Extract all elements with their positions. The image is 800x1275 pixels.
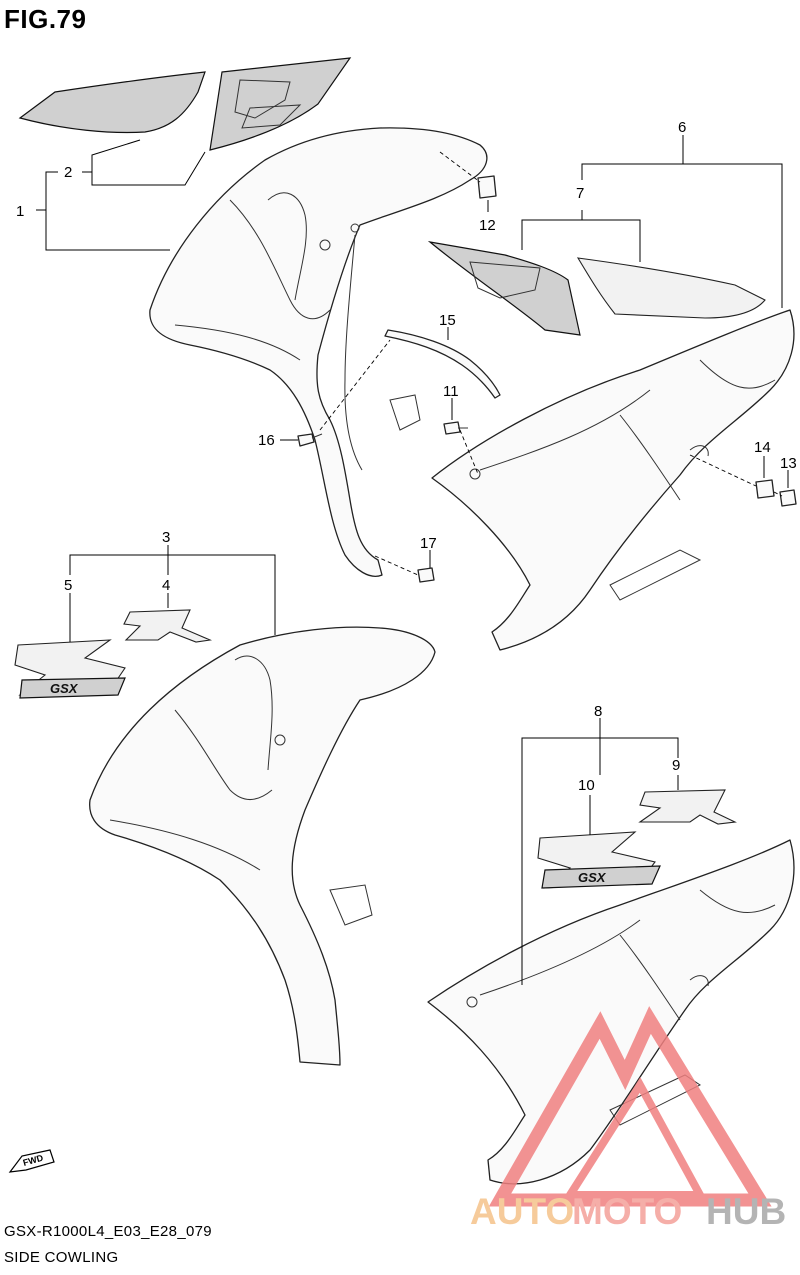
callout-1: 1 [16, 203, 24, 220]
callout-14: 14 [754, 439, 771, 456]
watermark-logo: AUTO MOTO HUB [470, 1006, 786, 1232]
callout-8: 8 [594, 703, 602, 720]
callout-9: 9 [672, 757, 680, 774]
dashed-assembly-lines [319, 151, 783, 576]
decal-5-gsx-emblem[interactable]: GSX [14, 639, 126, 699]
callout-11: 11 [443, 383, 459, 400]
leader-lines [36, 135, 789, 985]
right-lower-cowling-lower[interactable] [427, 839, 795, 1185]
gsx-label-lower-left: GSX [50, 681, 79, 696]
gsx-label-lower-right: GSX [578, 870, 607, 885]
callout-15: 15 [439, 312, 456, 329]
decal-4-r-logo[interactable] [123, 609, 213, 643]
callout-5: 5 [64, 577, 72, 594]
grommet-14[interactable] [755, 479, 775, 499]
decal-9-r-logo[interactable] [638, 789, 737, 825]
screw-17[interactable] [417, 567, 435, 583]
callout-10: 10 [578, 777, 595, 794]
callout-3: 3 [162, 529, 170, 546]
figure-title: FIG.79 [4, 4, 87, 34]
watermark-auto: AUTO [470, 1191, 574, 1232]
callout-labels: 1 2 3 4 5 6 7 8 9 10 11 12 13 14 15 16 1… [16, 119, 797, 794]
right-lower-cowling-upper[interactable] [431, 309, 795, 651]
bolt-16[interactable] [297, 433, 323, 447]
watermark-hub: HUB [706, 1191, 786, 1232]
callout-6: 6 [678, 119, 686, 136]
section-name: SIDE COWLING [4, 1249, 119, 1266]
bolt-13[interactable] [779, 489, 797, 507]
upper-right-decal-set[interactable] [427, 241, 766, 336]
grommet-12[interactable] [477, 175, 497, 199]
screw-11[interactable] [443, 421, 468, 435]
left-side-cowling-lower[interactable] [89, 626, 436, 1066]
callout-17: 17 [420, 535, 437, 552]
callout-2: 2 [64, 164, 72, 181]
callout-7: 7 [576, 185, 584, 202]
trim-strip-15[interactable] [384, 329, 501, 399]
callout-12: 12 [479, 217, 496, 234]
diagram-code: GSX-R1000L4_E03_E28_079 [4, 1223, 212, 1240]
decal-10-gsx-emblem[interactable]: GSX [537, 831, 661, 889]
watermark-moto: MOTO [572, 1191, 682, 1232]
fwd-arrow-icon: FWD [8, 1149, 55, 1173]
callout-4: 4 [162, 577, 170, 594]
callout-13: 13 [780, 455, 797, 472]
upper-left-decal-set[interactable] [18, 57, 352, 151]
callout-16: 16 [258, 432, 275, 449]
left-side-cowling-upper[interactable] [149, 127, 488, 577]
